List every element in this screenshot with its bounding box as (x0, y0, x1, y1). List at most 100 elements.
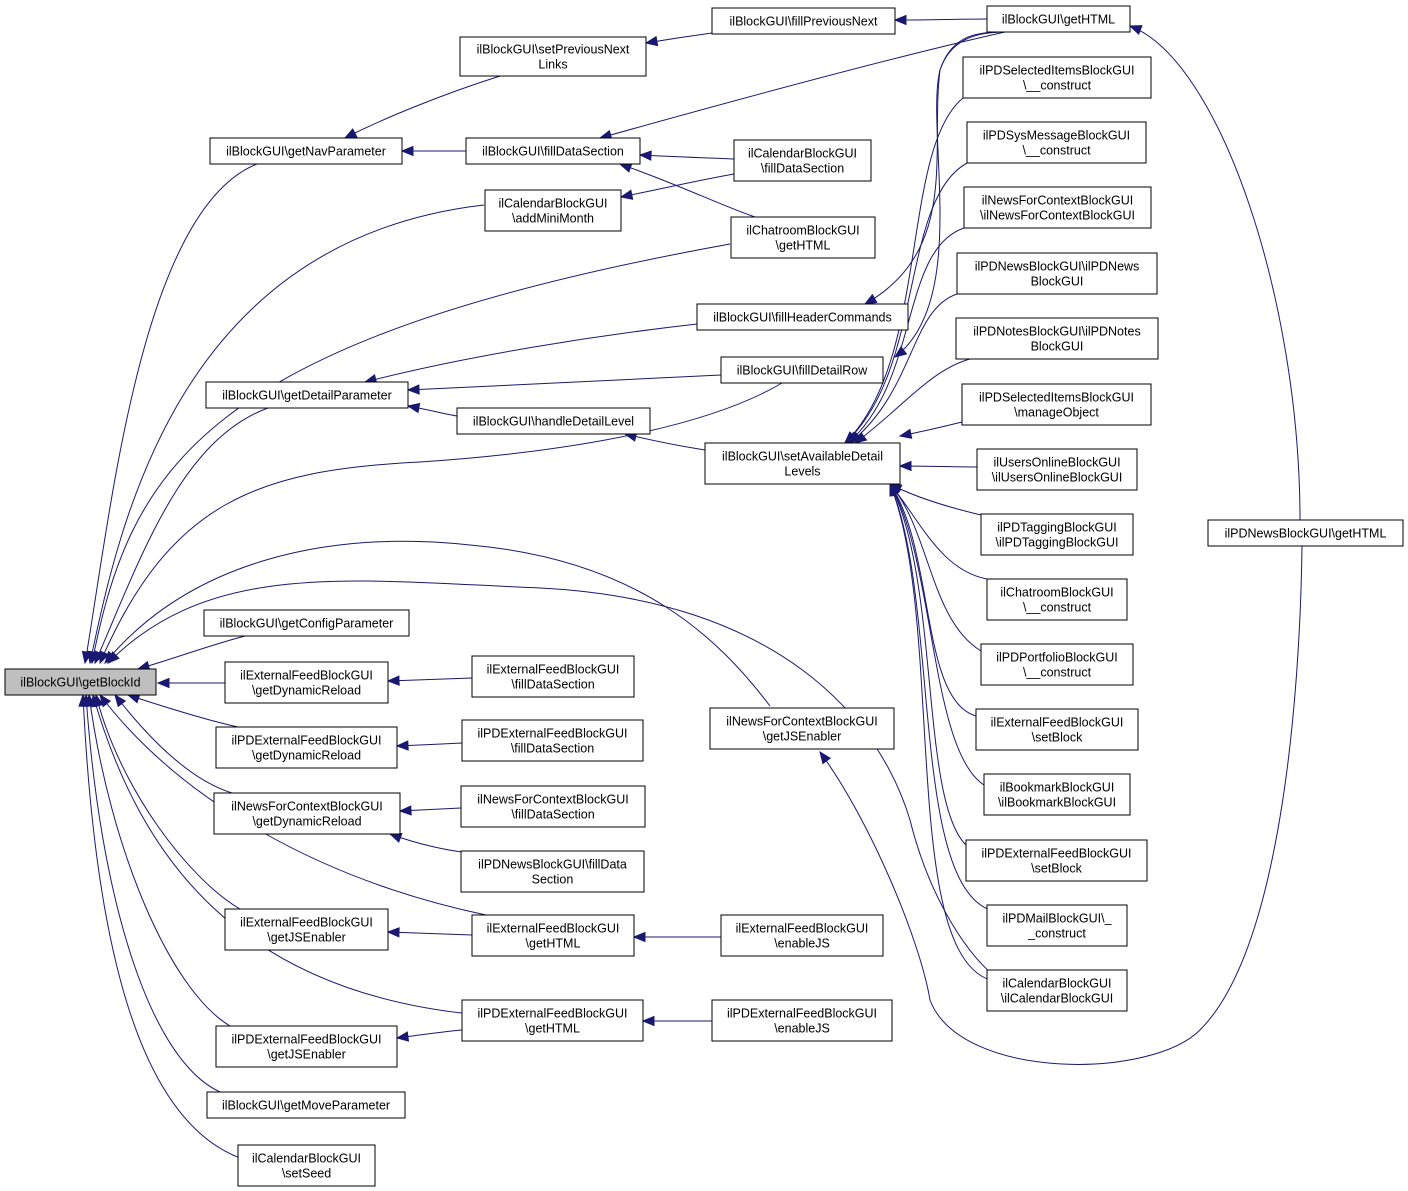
graph-node[interactable]: ilChatroomBlockGUI\getHTML (730, 216, 876, 259)
graph-node[interactable]: ilPDExternalFeedBlockGUI\getDynamicReloa… (215, 726, 398, 769)
graph-node[interactable]: ilBlockGUI\handleDetailLevel (456, 407, 651, 435)
graph-node[interactable]: ilPDNotesBlockGUI\ilPDNotesBlockGUI (955, 317, 1159, 360)
edge-line (387, 931, 473, 936)
node-label: ilPDExternalFeedBlockGUI (727, 1007, 877, 1021)
node-label: ilBlockGUI\getHTML (1002, 13, 1115, 27)
graph-node[interactable]: ilCalendarBlockGUI\setSeed (237, 1144, 376, 1187)
node-box (963, 186, 1152, 229)
node-label: ilChatroomBlockGUI (746, 224, 859, 238)
edge-line (847, 227, 965, 444)
graph-node[interactable]: ilExternalFeedBlockGUI\setBlock (975, 708, 1139, 751)
graph-node[interactable]: ilPDNewsBlockGUI\ilPDNewsBlockGUI (956, 252, 1158, 295)
edge-root-n12 (99, 382, 783, 665)
edge-arrowhead (641, 1015, 655, 1027)
node-label: \fillDataSection (511, 678, 594, 692)
nodes-layer: ilBlockGUI\getBlockId ilBlockGUI\getNavPa… (4, 5, 1404, 1187)
edge-line (85, 694, 221, 1093)
graph-node[interactable]: ilBookmarkBlockGUI\ilBookmarkBlockGUI (983, 773, 1131, 816)
graph-node[interactable]: ilPDExternalFeedBlockGUI\getHTML (461, 999, 644, 1042)
graph-node[interactable]: ilExternalFeedBlockGUI\getHTML (471, 914, 635, 957)
node-label: ilPDExternalFeedBlockGUI (477, 1007, 627, 1021)
edge-n12-n4 (893, 31, 1006, 358)
graph-node[interactable]: ilPDSysMessageBlockGUI\__construct (966, 121, 1147, 164)
node-box (955, 317, 1159, 360)
edge-arrowhead (398, 805, 412, 816)
edge-n14-t15 (889, 482, 991, 981)
edge-m13-m14 (395, 1029, 463, 1042)
node-label: ilPDExternalFeedBlockGUI (981, 847, 1131, 861)
edge-line (364, 323, 698, 383)
graph-node[interactable]: ilPDExternalFeedBlockGUI\enableJS (711, 999, 893, 1042)
node-label: \getHTML (776, 239, 831, 253)
node-box (962, 56, 1152, 99)
graph-node[interactable]: ilBlockGUI\getHTML (986, 5, 1131, 33)
graph-node[interactable]: ilBlockGUI\fillHeaderCommands (696, 303, 909, 331)
graph-node[interactable]: ilPDExternalFeedBlockGUI\setBlock (965, 839, 1148, 882)
graph-node[interactable]: ilBlockGUI\getNavParameter (209, 137, 403, 165)
graph-node[interactable]: ilCalendarBlockGUI\addMiniMonth (484, 189, 622, 232)
graph-node[interactable]: ilNewsForContextBlockGUI\fillDataSection (460, 785, 646, 828)
node-label: ilPDNewsBlockGUI\fillData (478, 858, 627, 872)
graph-node[interactable]: ilBlockGUI\fillDataSection (465, 137, 641, 165)
edges-layer (78, 14, 1303, 1159)
node-box (711, 999, 893, 1042)
node-label: ilBlockGUI\fillPreviousNext (730, 15, 878, 29)
node-label: ilPDSelectedItemsBlockGUI (980, 64, 1135, 78)
node-label: ilPDSelectedItemsBlockGUI (979, 391, 1134, 405)
graph-node[interactable]: ilExternalFeedBlockGUI\getJSEnabler (224, 908, 389, 951)
graph-node[interactable]: ilBlockGUI\fillPreviousNext (711, 7, 896, 35)
edge-arrowhead (343, 128, 358, 139)
edge-arrowhead (853, 431, 868, 444)
graph-node[interactable]: ilBlockGUI\fillDetailRow (720, 356, 884, 384)
graph-node[interactable]: ilPDExternalFeedBlockGUI\getJSEnabler (215, 1025, 398, 1068)
edge-root-n8 (89, 243, 731, 665)
graph-node[interactable]: ilExternalFeedBlockGUI\fillDataSection (471, 655, 635, 698)
graph-node[interactable]: ilPDSelectedItemsBlockGUI\manageObject (961, 383, 1152, 426)
node-label: ilBlockGUI\getMoveParameter (222, 1099, 390, 1113)
edge-n10-n13 (406, 402, 458, 417)
node-box (980, 513, 1134, 556)
edge-n13-n14 (623, 431, 706, 451)
edge-n1-n2 (343, 75, 501, 139)
graph-node[interactable]: ilPDNewsBlockGUI\getHTML (1207, 519, 1404, 547)
edge-n10-n12 (406, 374, 722, 395)
graph-node[interactable]: ilBlockGUI\getDetailParameter (205, 381, 409, 409)
node-label: ilExternalFeedBlockGUI (487, 663, 620, 677)
node-label: ilBlockGUI\setAvailableDetail (722, 450, 883, 464)
node-box (730, 216, 876, 259)
graph-node[interactable]: ilNewsForContextBlockGUI\ilNewsForContex… (963, 186, 1152, 229)
edge-line (127, 694, 239, 728)
root-node[interactable]: ilBlockGUI\getBlockId (4, 668, 157, 696)
graph-node[interactable]: ilPDSelectedItemsBlockGUI\__construct (962, 56, 1152, 99)
graph-node[interactable]: ilChatroomBlockGUI\__construct (986, 578, 1128, 621)
node-box (224, 908, 389, 951)
graph-node[interactable]: ilPDExternalFeedBlockGUI\fillDataSection (461, 719, 644, 762)
edge-m6-m8 (388, 833, 471, 854)
graph-node[interactable]: ilCalendarBlockGUI\fillDataSection (733, 139, 872, 182)
node-label: ilPDPortfolioBlockGUI (996, 651, 1118, 665)
graph-node[interactable]: ilExternalFeedBlockGUI\getDynamicReload (224, 661, 389, 704)
graph-node[interactable]: ilExternalFeedBlockGUI\enableJS (720, 914, 884, 957)
edge-line (94, 407, 269, 664)
graph-node[interactable]: ilPDPortfolioBlockGUI\__construct (980, 643, 1134, 686)
node-box (956, 252, 1158, 295)
graph-node[interactable]: ilPDNewsBlockGUI\fillDataSection (460, 850, 645, 893)
graph-node[interactable]: ilNewsForContextBlockGUI\getDynamicReloa… (213, 792, 401, 835)
graph-node[interactable]: ilNewsForContextBlockGUI\getJSEnabler (709, 707, 895, 750)
graph-node[interactable]: ilBlockGUI\getConfigParameter (203, 609, 410, 637)
node-label: ilPDExternalFeedBlockGUI (231, 1033, 381, 1047)
node-label: ilBlockGUI\getDetailParameter (222, 389, 392, 403)
graph-node[interactable]: ilUsersOnlineBlockGUI\ilUsersOnlineBlock… (976, 448, 1138, 491)
graph-node[interactable]: ilPDTaggingBlockGUI\ilPDTaggingBlockGUI (980, 513, 1134, 556)
node-label: ilCalendarBlockGUI (498, 197, 607, 211)
graph-node[interactable]: ilBlockGUI\getMoveParameter (206, 1091, 406, 1119)
graph-node[interactable]: ilPDMailBlockGUI\__construct (986, 904, 1128, 947)
edge-arrowhead (632, 931, 646, 943)
node-box (709, 707, 895, 750)
edge-arrowhead (893, 14, 907, 26)
node-label: ilExternalFeedBlockGUI (240, 916, 373, 930)
node-label: ilBlockGUI\handleDetailLevel (473, 415, 634, 429)
graph-node[interactable]: ilCalendarBlockGUI\ilCalendarBlockGUI (986, 969, 1128, 1012)
